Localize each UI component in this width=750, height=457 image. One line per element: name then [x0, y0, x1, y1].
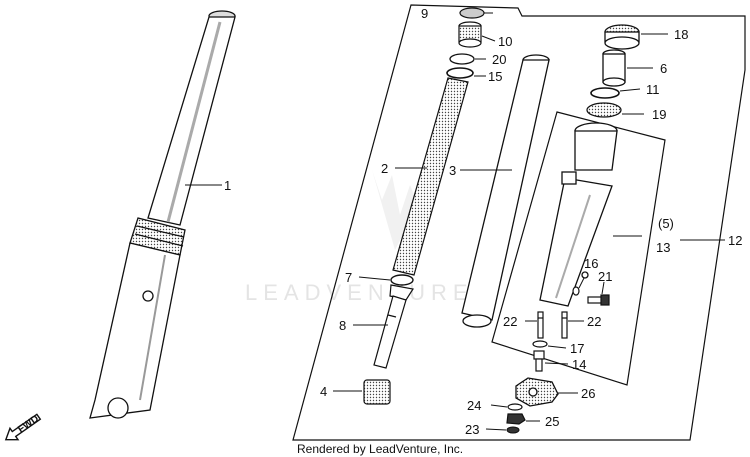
callout-26: 26: [581, 386, 595, 401]
fork-cap-bolt-illustration: [458, 7, 485, 48]
callout-labels: 1 2 3 4 (5) 6 7 8 9 10 11 12 13 14 15 16…: [224, 6, 742, 437]
callout-1: 1: [224, 178, 231, 193]
callout-23: 23: [465, 422, 479, 437]
callout-25: 25: [545, 414, 559, 429]
fork-assembly-illustration: [89, 10, 236, 419]
callout-2: 2: [381, 161, 388, 176]
piston-ring-illustration: [390, 274, 414, 286]
callout-6: 6: [660, 61, 667, 76]
slider-frame-outline: [491, 111, 666, 386]
drain-bolt-illustration: [587, 294, 610, 306]
axle-holder-illustration: [515, 377, 559, 407]
bottom-case-illustration: [539, 122, 618, 307]
fork-boot-illustration: [602, 49, 626, 87]
rebound-spring-illustration: [363, 379, 391, 405]
circlip-illustration: [590, 87, 620, 99]
socket-bolt-illustration: [533, 350, 545, 372]
callout-16: 16: [584, 256, 598, 271]
fwd-label: FWD: [16, 413, 41, 435]
callout-21: 21: [598, 269, 612, 284]
credit-text: Rendered by LeadVenture, Inc.: [297, 442, 463, 456]
assembly-frame-outline: [292, 4, 746, 441]
fwd-arrow-icon: FWD: [4, 413, 42, 441]
lower-washer-illustration: [506, 426, 520, 434]
stud-bolt-illustration: [537, 311, 568, 339]
spacer-illustration: [446, 67, 474, 79]
nut-illustration: [506, 413, 526, 425]
callout-13: 13: [656, 240, 670, 255]
callout-22-left: 22: [503, 314, 517, 329]
callout-14: 14: [572, 357, 586, 372]
washer-illustration: [507, 403, 523, 411]
oil-seal-illustration: [586, 102, 622, 118]
dust-seal-cap-illustration: [604, 24, 640, 50]
callout-18: 18: [674, 27, 688, 42]
fork-piston-illustration: [373, 284, 414, 369]
watermark-text: LEADVENTURE: [245, 280, 474, 305]
callout-5: (5): [658, 216, 674, 231]
watermark-logo: [372, 170, 418, 250]
callout-3: 3: [449, 163, 456, 178]
callout-15: 15: [488, 69, 502, 84]
drain-washer-illustration: [572, 286, 580, 296]
callout-19: 19: [652, 107, 666, 122]
fork-pipe-illustration: [461, 54, 550, 328]
callout-7: 7: [345, 270, 352, 285]
sealing-washer-illustration: [532, 340, 548, 348]
fork-spring-illustration: [392, 77, 469, 276]
callout-11: 11: [646, 82, 660, 97]
callout-4: 4: [320, 384, 327, 399]
o-ring-illustration: [449, 53, 475, 65]
callout-17: 17: [570, 341, 584, 356]
callout-20: 20: [492, 52, 506, 67]
callout-24: 24: [467, 398, 481, 413]
callout-22-right: 22: [587, 314, 601, 329]
callout-12: 12: [728, 233, 742, 248]
callout-9: 9: [421, 6, 428, 21]
callout-10: 10: [498, 34, 512, 49]
callout-8: 8: [339, 318, 346, 333]
